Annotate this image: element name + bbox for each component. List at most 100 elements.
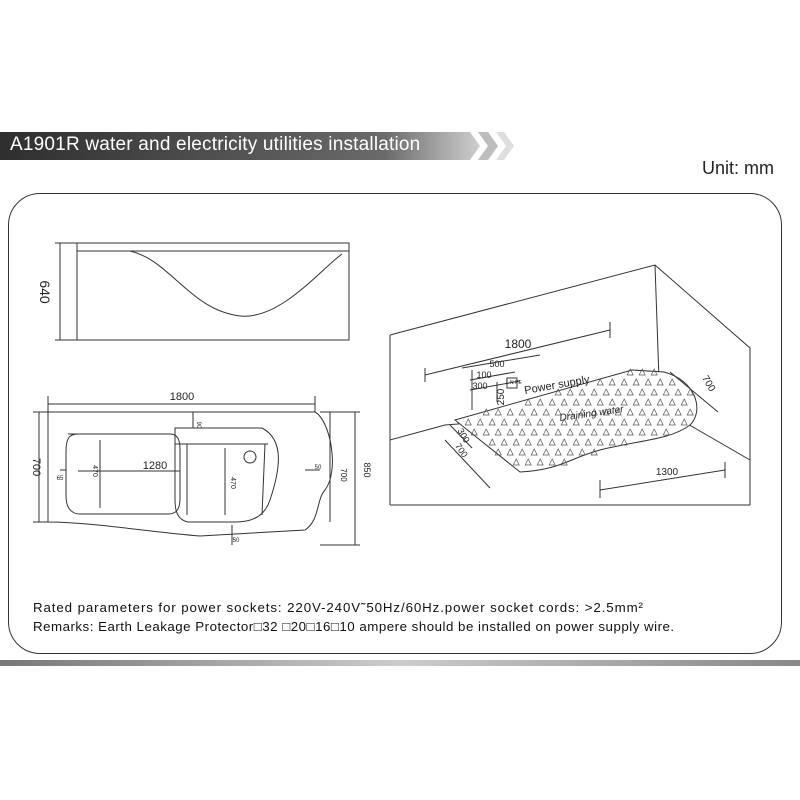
top-length-label: 1800: [170, 391, 194, 403]
room-dim-250: 250: [496, 388, 507, 405]
hatch-triangle: [596, 418, 604, 426]
rated-parameters-note: Rated parameters for power sockets: 220V…: [33, 600, 644, 615]
hatch-triangle: [554, 448, 562, 456]
top-inner-width-label: 470: [91, 465, 98, 477]
hatch-triangle: [638, 408, 646, 416]
hatch-triangle: [602, 428, 610, 436]
hatch-triangle: [614, 408, 622, 416]
title-banner: [0, 132, 514, 160]
hatch-triangle: [506, 408, 514, 416]
hatch-triangle: [662, 428, 670, 436]
room-dim-100: 100: [476, 370, 491, 380]
hatch-triangle: [518, 428, 526, 436]
hatch-triangle: [656, 418, 664, 426]
hatch-triangle: [650, 388, 658, 396]
hatch-triangle: [536, 398, 544, 406]
hatch-triangle: [518, 448, 526, 456]
hatch-triangle: [620, 418, 628, 426]
hatch-triangle: [566, 408, 574, 416]
hatch-triangle: [512, 438, 520, 446]
hatch-triangle: [518, 408, 526, 416]
hatch-triangle: [536, 418, 544, 426]
hatch-triangle: [626, 388, 634, 396]
hatch-triangle: [476, 418, 484, 426]
hatch-triangle: [560, 458, 568, 466]
hatch-triangle: [566, 388, 574, 396]
hatch-triangle: [644, 418, 652, 426]
hatch-triangle: [596, 378, 604, 386]
hatch-triangle: [578, 408, 586, 416]
hatch-triangle: [524, 398, 532, 406]
hatch-triangle: [470, 428, 478, 436]
hatch-triangle: [584, 418, 592, 426]
hatch-triangle: [632, 378, 640, 386]
hatch-triangle: [668, 418, 676, 426]
room-width-label: 700: [699, 374, 717, 394]
hatch-triangle: [554, 428, 562, 436]
hatch-triangle: [572, 438, 580, 446]
top-left-margin-label: 65: [57, 476, 64, 482]
hatch-triangle: [524, 458, 532, 466]
hatch-triangle: [662, 408, 670, 416]
hatch-triangle: [578, 428, 586, 436]
hatch-triangle: [590, 408, 598, 416]
hatch-triangle: [608, 438, 616, 446]
hatch-triangle: [608, 418, 616, 426]
hatch-triangle: [548, 458, 556, 466]
hatch-triangle: [542, 408, 550, 416]
unit-label: Unit: mm: [702, 158, 774, 178]
room-side-700: 700: [453, 441, 470, 459]
room-dim-500: 500: [489, 359, 504, 369]
hatch-triangle: [626, 408, 634, 416]
hatch-triangle: [554, 408, 562, 416]
hatch-triangle: [572, 418, 580, 426]
hatch-triangle: [662, 388, 670, 396]
hatch-triangle: [650, 368, 658, 376]
hatch-triangle: [548, 418, 556, 426]
top-right-margin-label: 50: [315, 465, 322, 471]
hatch-triangle: [668, 398, 676, 406]
hatch-triangle: [488, 418, 496, 426]
hatch-triangle: [506, 428, 514, 436]
hatch-triangle: [584, 398, 592, 406]
hatch-triangle: [482, 428, 490, 436]
hatch-triangle: [656, 378, 664, 386]
hatch-triangle: [668, 378, 676, 386]
hatch-triangle: [620, 438, 628, 446]
hatch-triangle: [512, 418, 520, 426]
hatch-triangle: [500, 438, 508, 446]
hatch-triangle: [572, 398, 580, 406]
hatch-triangle: [686, 388, 694, 396]
hatch-triangle: [530, 428, 538, 436]
hatch-triangle: [590, 388, 598, 396]
hatch-triangle: [650, 408, 658, 416]
top-seat-width-label: 470: [229, 477, 236, 489]
hatch-triangle: [566, 428, 574, 436]
hatch-triangle: [602, 388, 610, 396]
page-title: A1901R water and electricity utilities i…: [10, 134, 421, 155]
room-dim-300: 300: [472, 381, 487, 391]
hatch-triangle: [638, 368, 646, 376]
hatch-triangle: [524, 438, 532, 446]
top-width-right-label: 700: [339, 468, 348, 482]
hatch-triangle: [650, 428, 658, 436]
hatch-triangle: [686, 408, 694, 416]
hatch-triangle: [674, 408, 682, 416]
hatch-triangle: [644, 398, 652, 406]
room-view: [389, 264, 751, 506]
hatch-triangle: [566, 448, 574, 456]
power-symbol: L N PE: [506, 380, 522, 386]
hatch-triangle: [542, 428, 550, 436]
hatch-triangle: [560, 418, 568, 426]
room-bottom-1300: 1300: [656, 467, 679, 478]
side-view: [55, 242, 350, 341]
hatch-triangle: [680, 418, 688, 426]
top-width-left-label: 700: [30, 458, 42, 476]
hatch-triangle: [554, 388, 562, 396]
top-overall-width-label: 850: [362, 462, 372, 477]
hatch-triangle: [560, 438, 568, 446]
hatch-triangle: [602, 408, 610, 416]
hatch-triangle: [638, 388, 646, 396]
hatch-triangle: [614, 388, 622, 396]
